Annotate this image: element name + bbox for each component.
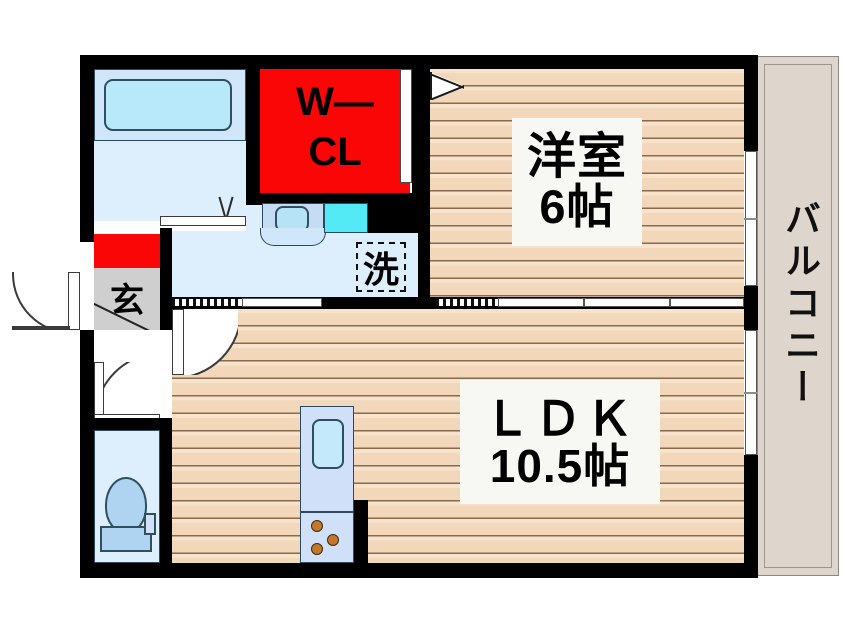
ldk-size: 10.5帖	[489, 439, 631, 492]
wall-sanitary-right	[418, 205, 430, 305]
ldk-label: ＬＤＫ	[483, 391, 637, 445]
wall-right-top	[744, 55, 758, 151]
kitchen-sink	[312, 419, 344, 469]
balcony-area	[757, 56, 839, 576]
washitsu-label-box: 洋室 6帖	[512, 118, 642, 246]
gas-burner-3	[311, 543, 323, 555]
entrance-threshold	[12, 326, 70, 330]
balcony-inner-rail	[764, 64, 832, 568]
balcony-door-south-rail	[744, 392, 758, 394]
washitsu-size: 6帖	[539, 180, 615, 234]
wall-bottom	[80, 563, 758, 578]
wall-left-upper	[80, 55, 94, 235]
shoe-cabinet	[94, 234, 160, 268]
washing-machine-space	[356, 242, 406, 292]
wcl-label-line2: CL	[308, 129, 362, 174]
washing-machine-label: 洗	[362, 249, 399, 290]
gas-burner-2	[327, 534, 339, 546]
shower-unit	[324, 203, 368, 233]
wcl-door-folding[interactable]	[400, 69, 412, 183]
entrance-door-swing	[12, 272, 70, 330]
toilet-tank	[100, 526, 152, 552]
wall-left-lower	[80, 330, 94, 578]
wall-wcl-washitsu	[412, 69, 430, 205]
bathtub	[104, 79, 232, 131]
wall-wcl-bottom	[260, 193, 424, 205]
wall-bath-wcl	[246, 55, 260, 221]
kitchen-side-wall	[354, 500, 368, 563]
washitsu-label: 洋室	[526, 130, 627, 185]
washbasin-apron	[260, 228, 326, 246]
wall-top	[80, 55, 758, 69]
balcony-label: バルコニー	[780, 200, 821, 410]
sanitary-door-leaf[interactable]	[172, 309, 184, 375]
wcl-entry-arrow-outline	[430, 72, 464, 100]
wall-left-genkan	[80, 228, 94, 242]
washbasin-bowl	[275, 206, 309, 232]
wall-right-bottom	[744, 455, 758, 578]
wall-toilet-right	[160, 418, 172, 578]
wcl-area	[260, 69, 410, 193]
wall-genkan-right	[160, 228, 172, 330]
washitsu-sliding-panel-3[interactable]	[670, 298, 744, 307]
bathroom-divider	[94, 140, 246, 141]
sanitary-sliding-panel[interactable]	[242, 298, 322, 307]
wall-corridor-stub	[94, 418, 172, 430]
ldk-label-box: ＬＤＫ 10.5帖	[460, 380, 660, 504]
wall-sanitary-right-top	[368, 205, 424, 233]
washitsu-sliding-track[interactable]	[436, 299, 498, 306]
bath-door-sill	[160, 216, 246, 226]
washitsu-sliding-panel-2[interactable]	[584, 298, 670, 307]
toilet-door-leaf[interactable]	[94, 362, 104, 418]
washitsu-sliding-panel-1[interactable]	[498, 298, 584, 307]
balcony-door-north-rail	[744, 218, 758, 220]
gas-burner-1	[311, 520, 323, 532]
toilet-flush-lever	[144, 513, 156, 535]
sanitary-sliding-track[interactable]	[172, 299, 242, 306]
toilet-bowl	[105, 477, 147, 533]
wcl-label-line1: W—	[296, 79, 374, 124]
genkan-step-line	[94, 268, 160, 330]
